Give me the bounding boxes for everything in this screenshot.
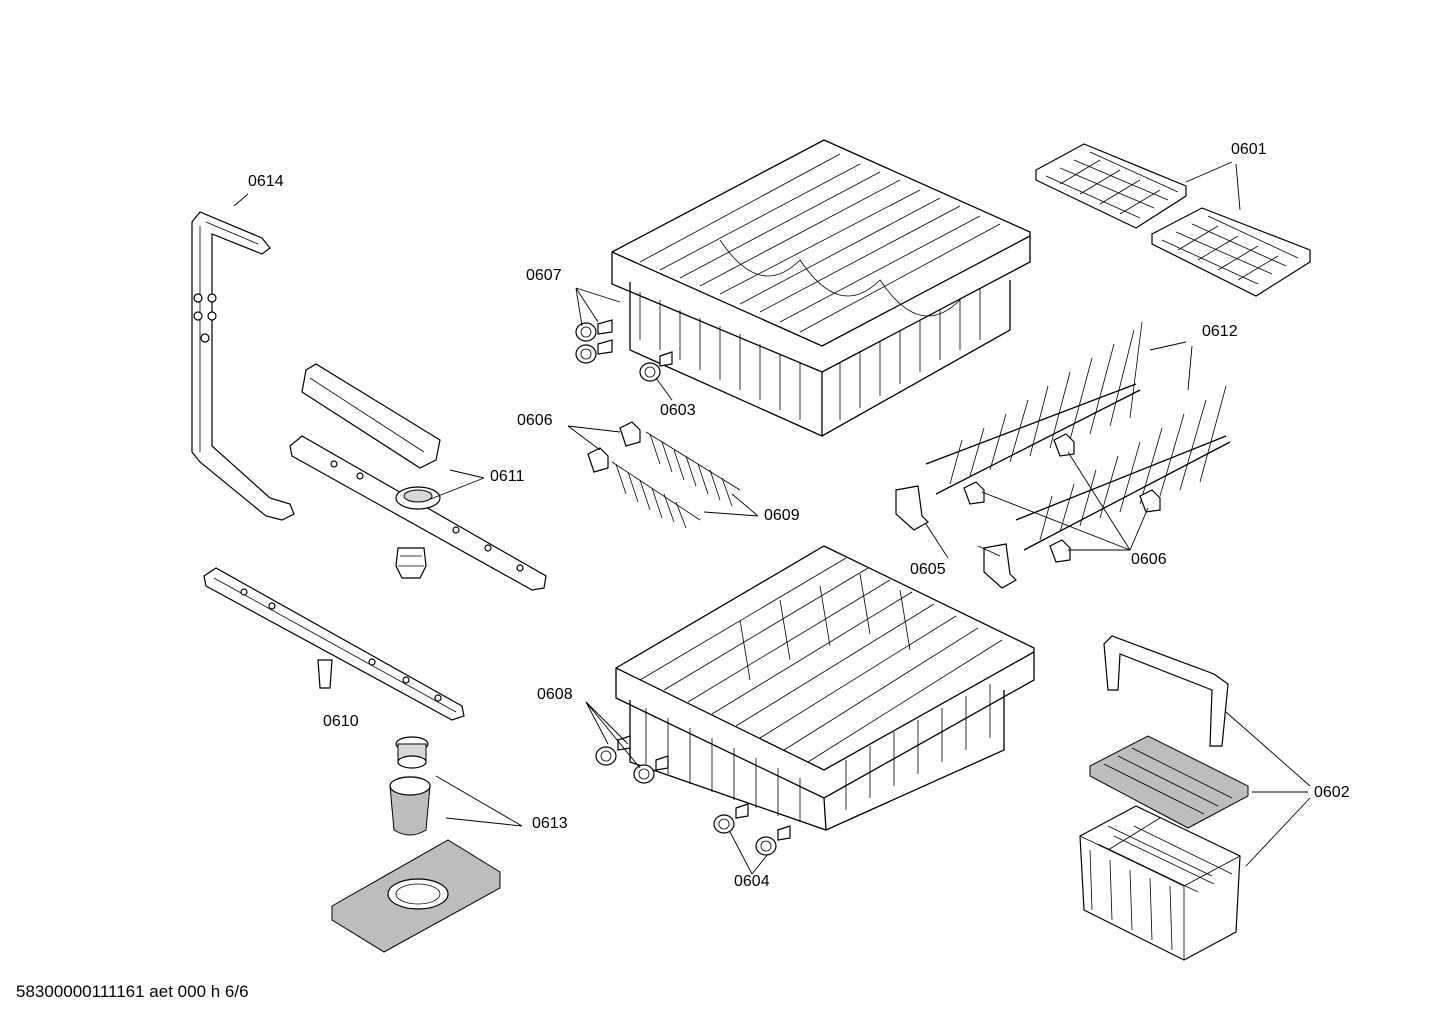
part-0601-cup-shelves bbox=[1035, 143, 1311, 297]
callout-0612: 0612 bbox=[1202, 323, 1238, 340]
part-0610-lower-spray-arm bbox=[203, 567, 465, 721]
callout-0605: 0605 bbox=[910, 561, 946, 578]
part-0614-supply-tube bbox=[191, 211, 295, 521]
callout-0602: 0602 bbox=[1314, 784, 1350, 801]
callout-0608: 0608 bbox=[537, 686, 573, 703]
callout-0614: 0614 bbox=[248, 173, 284, 190]
callout-0610: 0610 bbox=[323, 713, 359, 730]
leader-lines bbox=[233, 161, 1311, 875]
part-0609-tine-racks bbox=[587, 421, 741, 529]
part-0608-0604-wheels bbox=[595, 735, 791, 856]
part-0612-tine-rows bbox=[925, 321, 1231, 551]
part-0605-clips bbox=[895, 485, 1017, 589]
document-id-footer: 58300000111161 aet 000 h 6/6 bbox=[16, 982, 249, 1001]
callout-0606-right: 0606 bbox=[1131, 551, 1167, 568]
callout-0601: 0601 bbox=[1231, 141, 1267, 158]
callout-0609: 0609 bbox=[764, 507, 800, 524]
part-0613-filter-set bbox=[331, 736, 501, 953]
callout-0604: 0604 bbox=[734, 873, 770, 890]
part-0606-clips bbox=[963, 433, 1161, 563]
part-0607-0603-rollers bbox=[575, 319, 673, 382]
part-0611-upper-spray-arm bbox=[289, 363, 547, 591]
callout-0606-left: 0606 bbox=[517, 412, 553, 429]
callout-0611: 0611 bbox=[490, 468, 525, 485]
lower-basket bbox=[615, 545, 1035, 831]
upper-basket bbox=[611, 139, 1031, 437]
callout-0607: 0607 bbox=[526, 267, 562, 284]
callout-0603: 0603 bbox=[660, 402, 696, 419]
callout-0613: 0613 bbox=[532, 815, 568, 832]
part-0602-cutlery-basket bbox=[1079, 635, 1249, 961]
